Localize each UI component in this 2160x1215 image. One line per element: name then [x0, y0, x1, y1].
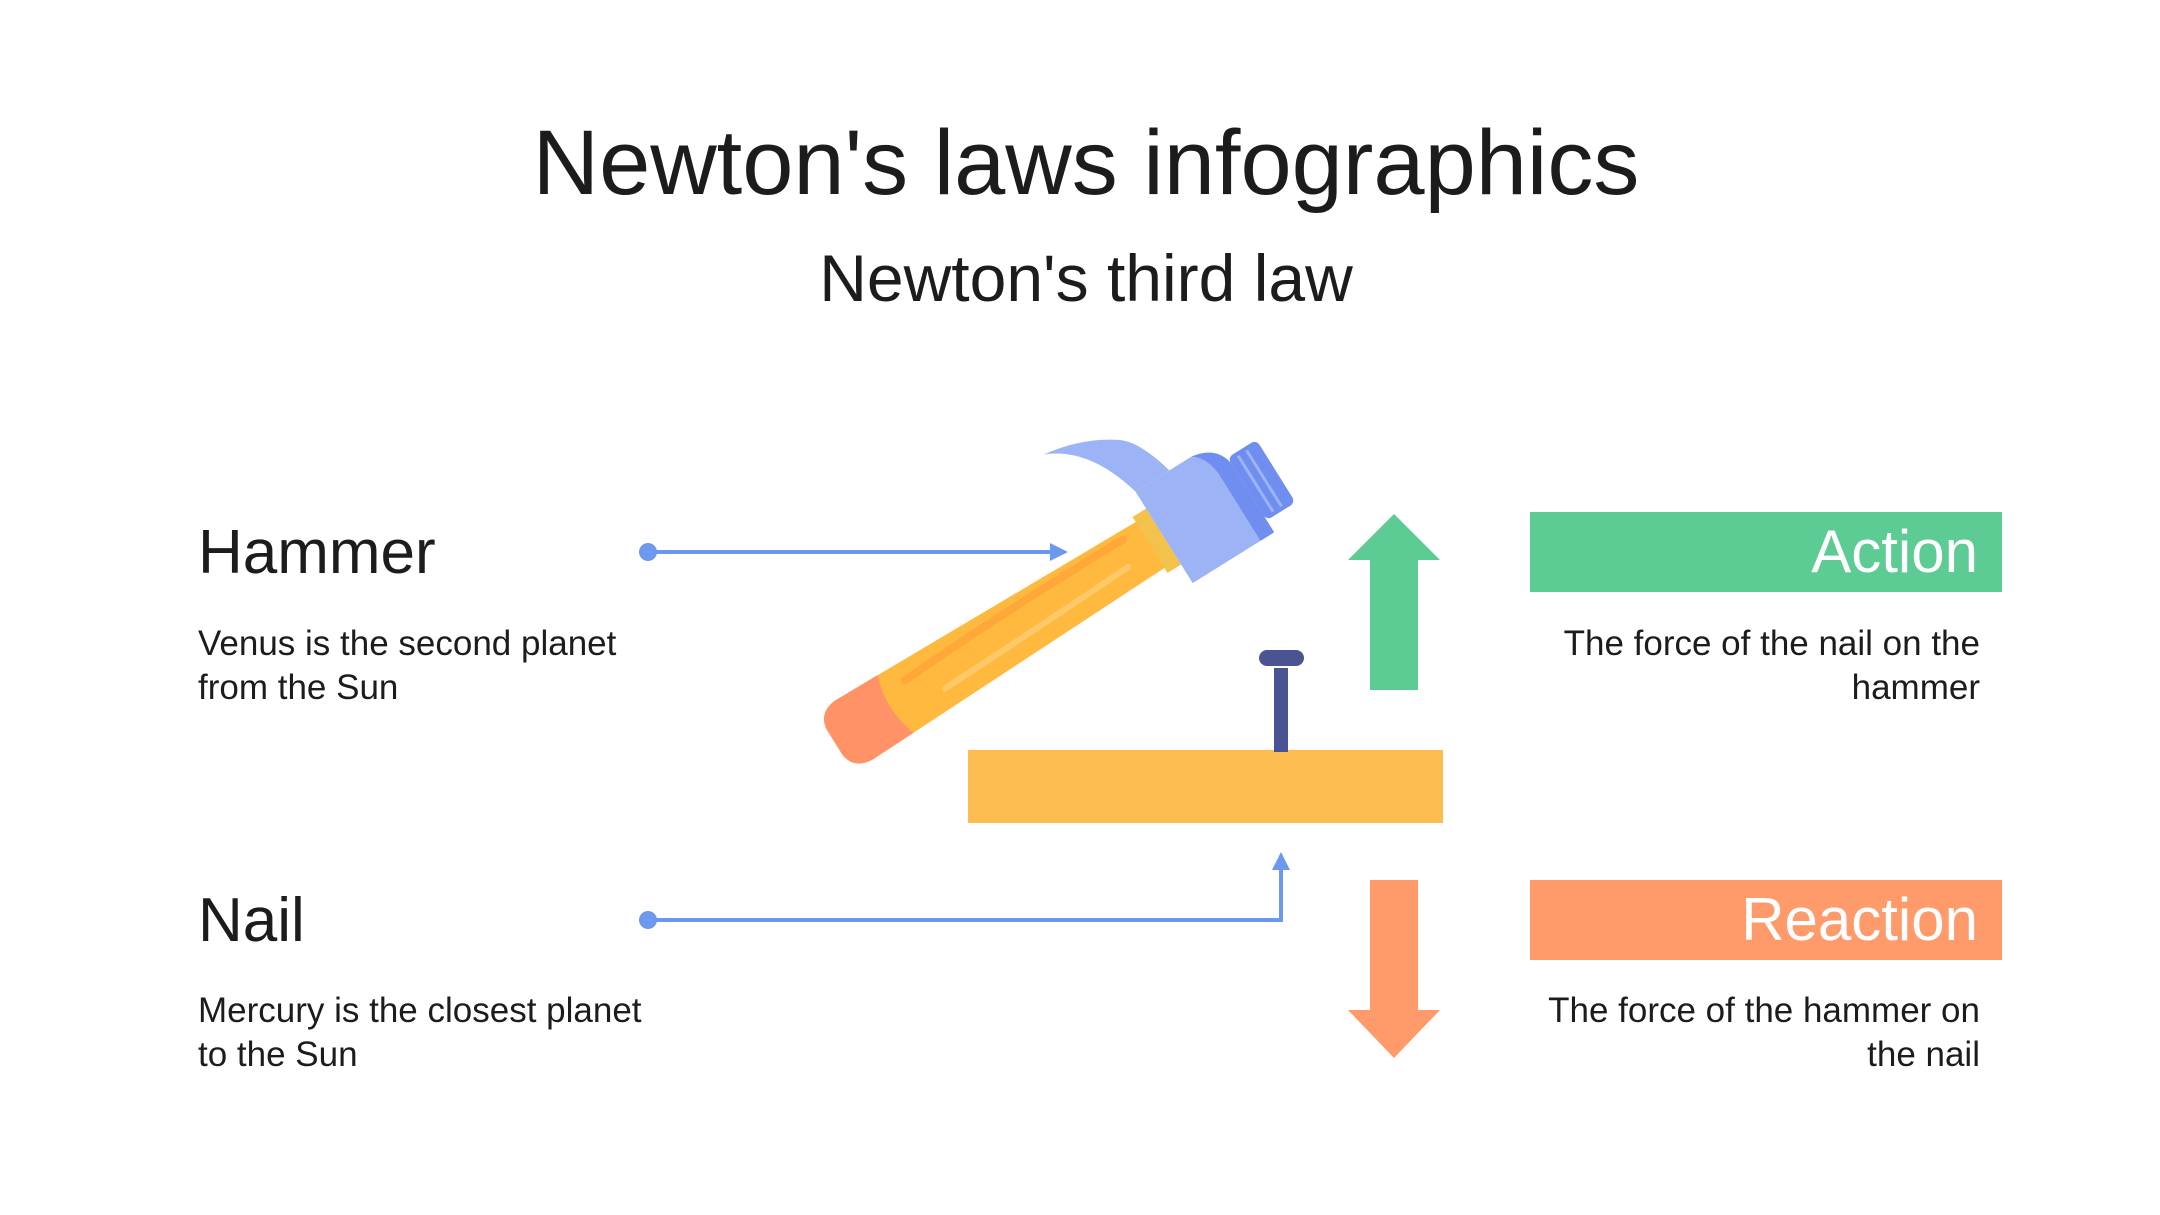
page-subtitle: Newton's third law	[819, 241, 1353, 315]
item-hammer-description: Venus is the second planet from the Sun	[198, 624, 617, 707]
reaction-banner: Reaction	[1530, 880, 2002, 960]
reaction-description: The force of the hammer on the nail	[1548, 991, 1980, 1074]
action-description: The force of the nail on the hammer	[1563, 624, 1980, 707]
item-nail-heading: Nail	[198, 886, 305, 955]
item-nail-description: Mercury is the closest planet to the Sun	[198, 991, 642, 1074]
nail-icon	[1259, 650, 1304, 752]
hammer-icon	[824, 439, 1294, 764]
arrow-up-icon	[1348, 514, 1440, 690]
item-hammer-heading: Hammer	[198, 518, 436, 587]
arrow-down-icon	[1348, 880, 1440, 1058]
board-icon	[968, 750, 1443, 823]
nail-connector	[639, 852, 1290, 929]
nail-connector-arrowhead	[1272, 852, 1290, 870]
action-banner: Action	[1530, 512, 2002, 592]
hammer-connector-arrowhead	[1050, 543, 1068, 561]
hammer-connector	[639, 543, 1068, 561]
page-title: Newton's laws infographics	[532, 112, 1640, 214]
